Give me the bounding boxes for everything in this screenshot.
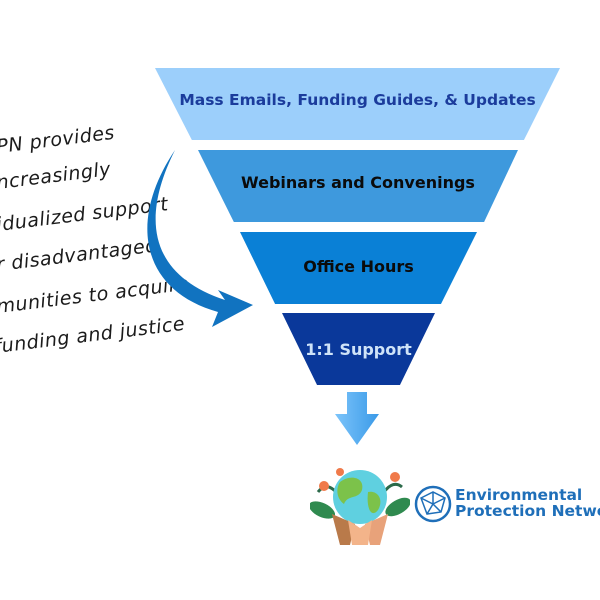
logo-text-line2: Protection Netwo: [455, 502, 600, 520]
funnel-layer-label: Mass Emails, Funding Guides, & Updates: [179, 91, 536, 109]
funnel-layer-label: Office Hours: [303, 256, 414, 276]
funnel-layer-mass-emails: Mass Emails, Funding Guides, & Updates: [155, 68, 560, 140]
down-arrow-icon: [335, 392, 379, 445]
funnel-layer-office-hours: Office Hours: [240, 232, 477, 304]
earth-in-hands-icon: [310, 468, 410, 545]
funnel-layer-label: 1:1 Support: [305, 339, 412, 359]
funnel-layer-webinars: Webinars and Convenings: [198, 150, 518, 222]
logo-text-line1: Environmental: [455, 486, 583, 504]
funnel-layer-label: Webinars and Convenings: [241, 172, 475, 192]
network-globe-icon: [414, 485, 452, 523]
